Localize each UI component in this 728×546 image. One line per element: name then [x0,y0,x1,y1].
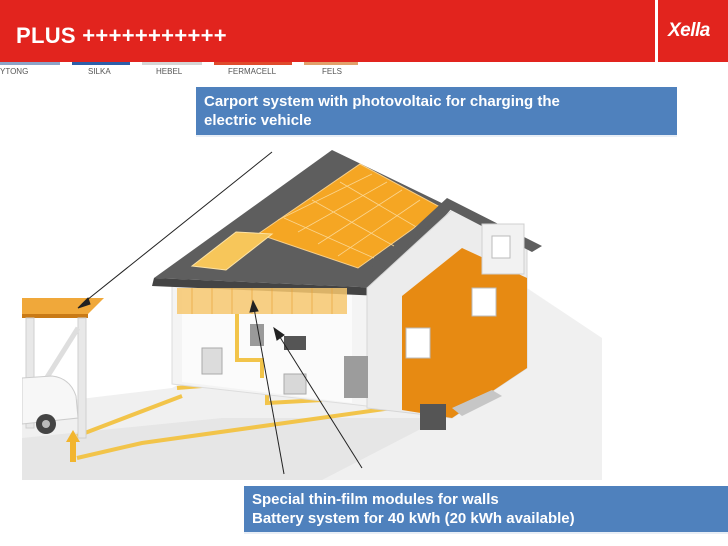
brand-bar-fels [304,62,358,65]
control-unit [284,336,306,350]
brand-bar-fermacell [214,62,292,65]
house-illustration [22,150,602,480]
interior-cable [235,314,264,378]
brand-bar-silka [72,62,130,65]
xella-logo: Xella [658,0,728,62]
inverter-box [250,324,264,346]
entrance-steps [452,390,502,416]
caption-carport-line-1: Carport system with photovoltaic for cha… [204,93,560,110]
caption-modules-battery: Special thin-film modules for walls Batt… [244,486,728,534]
brand-bar-hebel [142,62,202,65]
brand-hebel: HEBEL [156,67,183,76]
carport [22,298,104,462]
facade-window-2 [471,287,497,317]
header: PLUS +++++++++++ Xella [0,0,728,64]
carport-solar-module [190,231,274,271]
brand-silka: SILKA [88,67,111,76]
caption-battery-line: Battery system for 40 kWh (20 kWh availa… [252,510,575,527]
house-interior [182,288,352,403]
storage-tank [344,356,368,398]
brand-ytong: YTONG [0,67,29,76]
brand-fermacell: FERMACELL [228,67,277,76]
caption-carport-line-2: electric vehicle [204,112,312,129]
facade-window-1 [405,327,431,359]
washing-machine [201,347,223,375]
header-band: PLUS +++++++++++ [0,0,655,62]
caption-modules-line: Special thin-film modules for walls [252,491,499,508]
wall-thin-film-modules [177,288,347,314]
brand-bar-ytong [0,62,60,65]
caption-carport: Carport system with photovoltaic for cha… [196,87,677,137]
logo-text: Xella [668,20,710,41]
ground-shadow [22,418,442,480]
callout-arrows [77,151,363,475]
battery-unit [420,404,446,430]
page-title: PLUS +++++++++++ [16,23,227,48]
dryer [283,373,307,395]
brand-fels: FELS [322,67,343,76]
solar-grid [277,173,421,259]
